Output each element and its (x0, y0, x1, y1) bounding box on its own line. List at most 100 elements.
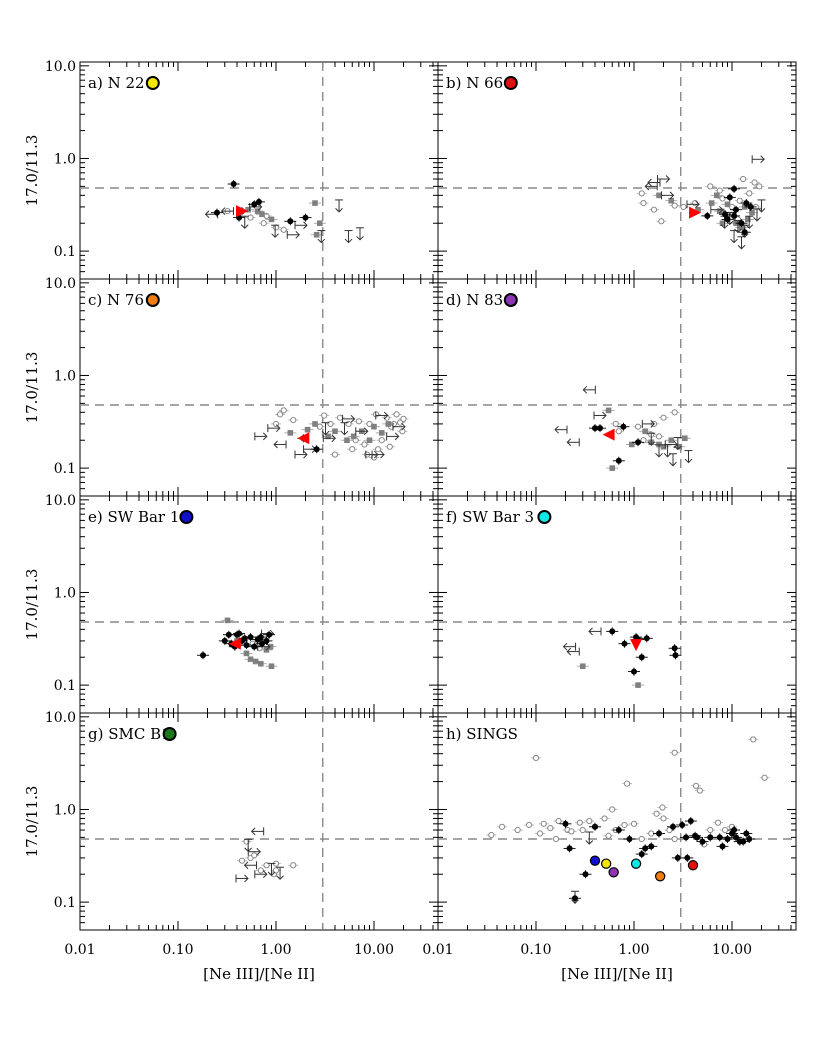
open-point (605, 832, 612, 839)
gray-square-point (749, 209, 755, 216)
panel-f: f) SW Bar 3 (437, 495, 797, 714)
arrow-head (335, 208, 343, 213)
filled-point (263, 637, 270, 644)
filled-point (741, 229, 748, 236)
red-triangle-marker (236, 205, 249, 218)
panel-frame (79, 495, 439, 714)
filled-point (731, 212, 738, 219)
arrow-head (240, 224, 249, 229)
arrow-head (684, 458, 693, 464)
open-point (378, 437, 385, 444)
open-point (761, 774, 768, 781)
filled-point (609, 628, 616, 635)
open-point (660, 414, 667, 421)
filled-point (656, 830, 663, 837)
arrow-head (356, 235, 364, 241)
gray-square-point (660, 443, 667, 450)
arrow-head (275, 424, 281, 433)
gray-square-point (695, 206, 701, 213)
open-point (336, 414, 344, 421)
open-point (263, 862, 270, 869)
gray-square-point (312, 421, 318, 427)
colored-point (589, 855, 601, 866)
open-point (386, 443, 393, 450)
filled-point (638, 851, 645, 858)
x-tick-label: 0.01 (64, 942, 95, 958)
red-triangle-marker (228, 637, 241, 650)
gray-square-point (313, 231, 320, 238)
arrow-head (256, 847, 261, 856)
gray-square-point (259, 211, 265, 218)
panel-frame (437, 495, 797, 714)
filled-point (313, 446, 320, 453)
filled-point (225, 631, 232, 638)
panel-frame (79, 278, 439, 497)
y-axis-label: 17.0/11.3 (23, 786, 41, 858)
panel-a: a) N 22 (79, 61, 439, 280)
arrow-head (250, 827, 256, 836)
arrow-head (734, 228, 742, 234)
gray-square-point (258, 660, 264, 667)
arrow-head (588, 627, 593, 636)
red-triangle-marker (602, 428, 615, 441)
open-point (692, 782, 700, 789)
open-point (247, 214, 254, 221)
gray-square-point (708, 200, 715, 206)
arrow-head (273, 440, 278, 449)
y-tick-label: 1.0 (54, 802, 76, 818)
gray-square-point (724, 201, 731, 208)
arrow-head (363, 427, 369, 436)
filled-point (716, 834, 723, 841)
panel-c: c) N 76 (79, 278, 439, 497)
open-point (251, 852, 258, 859)
open-point (623, 780, 631, 787)
arrow-head (585, 840, 594, 845)
open-point (638, 190, 645, 197)
arrow-head (267, 871, 276, 877)
filled-point (566, 845, 573, 852)
arrow-head (673, 440, 678, 449)
arrow-head (303, 221, 308, 230)
open-point (640, 199, 647, 207)
arrow-head (663, 452, 672, 458)
arrow-head (344, 238, 353, 244)
open-point (612, 420, 619, 428)
open-point (276, 411, 284, 418)
panel-marker-icon (145, 293, 160, 307)
y-tick-label: 0.1 (54, 461, 76, 477)
arrow-head (303, 450, 308, 459)
arrow-head (331, 434, 337, 443)
open-point (707, 826, 714, 834)
arrow-head (760, 155, 765, 164)
gray-square-point (243, 650, 250, 657)
filled-point (266, 631, 273, 638)
filled-point (669, 823, 676, 830)
filled-point (733, 834, 740, 841)
filled-point (635, 439, 642, 446)
filled-point (674, 854, 681, 861)
arrow-head (566, 647, 572, 656)
gray-square-point (252, 658, 259, 665)
red-triangle-marker (689, 206, 702, 219)
gray-square-point (642, 428, 648, 435)
filled-point (724, 216, 731, 223)
x-axis-label: [Ne III]/[Ne II] (561, 965, 673, 983)
panel-d: d) N 83 (437, 278, 797, 497)
panel-b: b) N 66 (437, 61, 797, 280)
filled-point (733, 206, 740, 213)
open-point (659, 804, 666, 811)
filled-point (243, 642, 250, 649)
panel-g: g) SMC B1 (79, 712, 439, 931)
gray-square-point (317, 220, 323, 227)
open-point (397, 419, 404, 426)
panel-frame (437, 278, 797, 497)
open-point (750, 736, 757, 743)
colored-point (630, 858, 642, 869)
x-axis-label: [Ne III]/[Ne II] (203, 965, 315, 983)
arrow-head (276, 875, 284, 880)
open-point (290, 862, 297, 869)
filled-point (221, 637, 228, 644)
gray-square-point (668, 437, 675, 444)
